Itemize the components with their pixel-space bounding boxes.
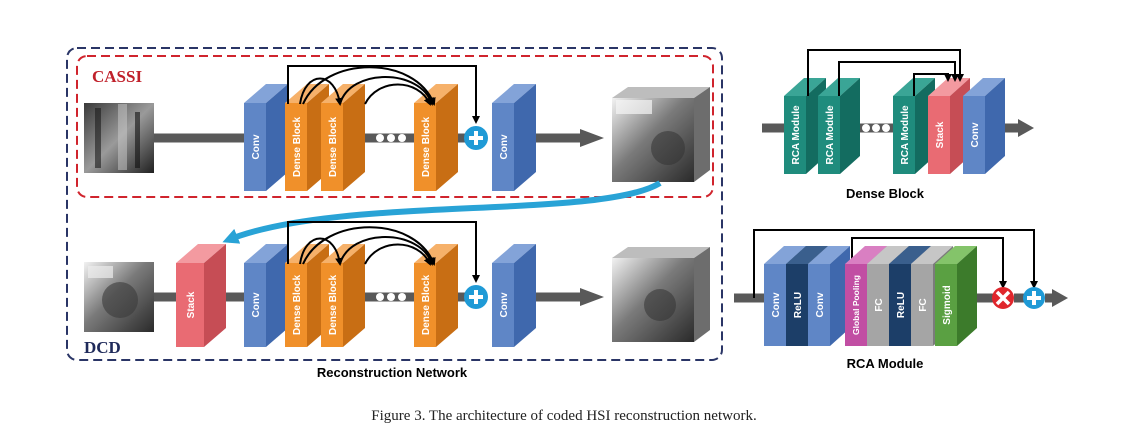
svg-text:FC: FC [918,298,929,311]
figure-caption: Figure 3. The architecture of coded HSI … [371,408,757,424]
dcd-add-icon [464,285,488,309]
rca-outer-skip [753,229,1038,298]
svg-text:RCA Module: RCA Module [825,105,836,165]
dcd-dense-block-2: Dense Block [321,244,365,347]
svg-text:Stack: Stack [186,291,197,318]
cassi-output-arrow [580,129,604,147]
dcd-skip-arc-1 [299,237,344,266]
cassi-input-image [84,103,154,173]
svg-text:Conv: Conv [251,134,262,159]
rca-conv-2: Conv [808,246,850,346]
cassi-dense-block-3: Dense Block [414,84,458,191]
cassi-global-skip [287,65,480,124]
cassi-dense-block-2: Dense Block [321,84,365,191]
dcd-ellipsis [376,293,406,301]
svg-text:ReLU: ReLU [793,292,804,318]
cassi-output-image [612,87,710,182]
architecture-diagram: CASSI DCD Conv Dense Block Dense Block D… [66,47,1068,380]
cassi-conv-block-1: Conv [244,84,288,191]
svg-text:Sigmoid: Sigmoid [942,285,953,324]
svg-text:Dense Block: Dense Block [292,117,303,177]
dcd-output-arrow [580,288,604,306]
dcd-global-skip [287,221,480,283]
svg-text:ReLU: ReLU [896,292,907,318]
svg-text:Conv: Conv [970,122,981,147]
cassi-to-dcd-arrow [222,180,662,244]
dense-detail-skip-1 [807,49,964,96]
svg-text:Global Pooling: Global Pooling [851,275,861,335]
dense-detail-skip-3 [913,73,952,96]
svg-text:Dense Block: Dense Block [421,117,432,177]
dcd-skip-arc-4 [364,243,432,266]
reconstruction-network-title: Reconstruction Network [317,365,468,380]
dcd-skip-arc-2 [302,226,436,266]
cassi-label: CASSI [92,67,142,86]
svg-text:RCA Module: RCA Module [791,105,802,165]
rca-module-title: RCA Module [847,356,924,371]
svg-text:Dense Block: Dense Block [328,117,339,177]
dcd-output-image [612,247,710,342]
rca-sigmoid: Sigmoid [935,246,977,346]
svg-text:Dense Block: Dense Block [421,275,432,335]
rca-output-arrow [1052,289,1068,307]
dcd-input-image [84,262,154,332]
cassi-skip-arc-4 [364,83,432,106]
svg-text:Conv: Conv [815,292,826,317]
rca-multiply-icon [992,287,1014,309]
svg-text:Stack: Stack [935,121,946,148]
dense-detail-output-arrow [1018,119,1034,137]
dense-detail-skip-2 [838,61,959,96]
cassi-skip-arc-2 [302,66,436,106]
dense-detail-ellipsis [862,124,890,132]
dense-detail-conv: Conv [963,78,1005,174]
dcd-skip-arc-3 [339,236,434,266]
svg-text:FC: FC [874,298,885,311]
dcd-dense-block-3: Dense Block [414,244,458,347]
cassi-frame [76,55,714,198]
svg-text:Conv: Conv [251,292,262,317]
dcd-conv-block-2: Conv [492,244,536,347]
cassi-conv-block-2: Conv [492,84,536,191]
cassi-add-icon [464,126,488,150]
dense-block-title: Dense Block [846,186,925,201]
rca-add-icon [1023,287,1045,309]
dcd-label: DCD [84,338,121,357]
svg-text:Conv: Conv [499,134,510,159]
reconstruction-network-frame [66,47,723,361]
cassi-ellipsis [376,134,406,142]
dcd-stack-block: Stack [176,244,226,347]
cassi-skip-arc-1 [299,77,344,106]
svg-text:Dense Block: Dense Block [328,275,339,335]
cassi-skip-arc-3 [339,76,434,106]
svg-text:RCA Module: RCA Module [900,105,911,165]
dcd-conv-block-1: Conv [244,244,288,347]
svg-text:Conv: Conv [771,292,782,317]
svg-text:Conv: Conv [499,292,510,317]
rca-attention-skip [851,237,1007,289]
svg-text:Dense Block: Dense Block [292,275,303,335]
